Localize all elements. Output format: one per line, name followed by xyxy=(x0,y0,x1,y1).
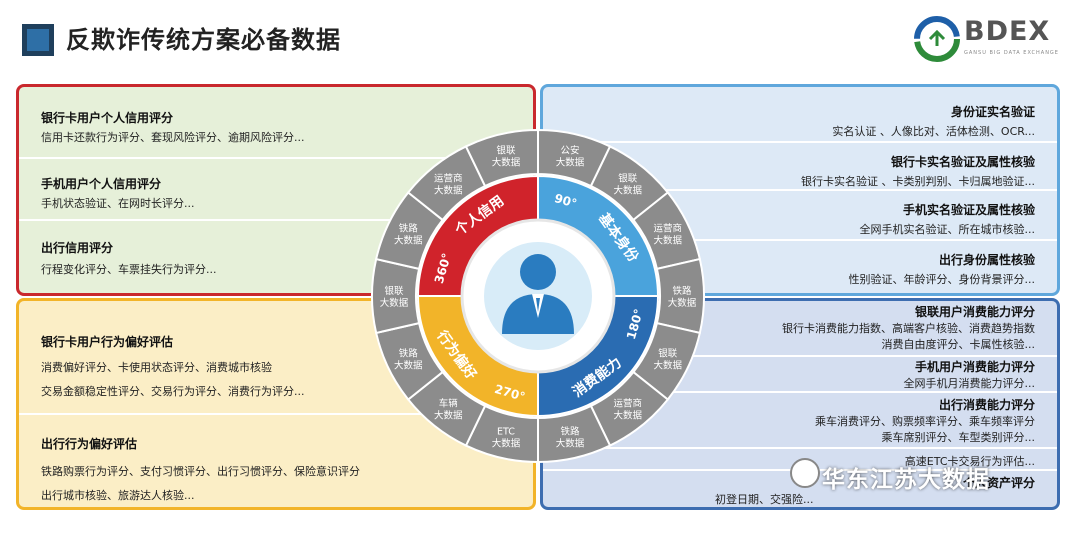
list-item: 个人资产评分 初登日期、交强险... xyxy=(543,471,1057,507)
item-desc: 消费偏好评分、卡使用状态评分、消费城市核验 xyxy=(41,361,272,374)
item-heading: 个人资产评分 xyxy=(962,476,1035,490)
item-heading: 银行卡用户个人信用评分 xyxy=(41,111,174,125)
item-heading: 出行消费能力评分 xyxy=(938,398,1035,412)
page-title: 反欺诈传统方案必备数据 xyxy=(66,26,341,54)
list-item: 手机实名验证及属性核验 全网手机实名验证、所在城市核验... xyxy=(543,191,1057,241)
item-desc: 交易金额稳定性评分、交易行为评分、消费行为评分... xyxy=(41,385,305,398)
outer-segment-label: 银联 xyxy=(618,172,638,184)
item-desc: 乘车席别评分、车型类别评分... xyxy=(881,431,1036,444)
item-heading: 银行卡用户行为偏好评估 xyxy=(41,335,174,349)
outer-segment-label: 大数据 xyxy=(556,437,585,449)
wechat-icon xyxy=(790,458,820,488)
logo-icon xyxy=(914,16,960,62)
item-desc: 高速ETC卡交易行为评估... xyxy=(904,455,1035,468)
bdex-logo: BDEX GANSU BIG DATA EXCHANGE xyxy=(914,16,1064,64)
outer-segment-label: 银联 xyxy=(384,285,404,297)
quadrant-degree: 90° xyxy=(553,191,579,211)
item-desc: 银行卡实名验证 、卡类别判别、卡归属地验证... xyxy=(801,175,1035,188)
outer-segment-label: 大数据 xyxy=(653,235,682,247)
list-item: 银联用户消费能力评分 银行卡消费能力指数、高端客户核验、消费趋势指数 消费自由度… xyxy=(543,301,1057,357)
item-desc: 初登日期、交强险... xyxy=(715,493,814,506)
outer-segment-label: 大数据 xyxy=(668,297,697,309)
person-icon xyxy=(484,242,592,350)
watermark: 华东江苏大数据 xyxy=(822,467,990,493)
outer-segment-label: 大数据 xyxy=(394,359,423,371)
item-heading: 银联用户消费能力评分 xyxy=(914,305,1035,319)
list-item: 银行卡用户个人信用评分 信用卡还款行为评分、套现风险评分、逾期风险评分... xyxy=(19,87,533,159)
item-heading: 出行身份属性核验 xyxy=(938,253,1035,267)
outer-segment-label: 大数据 xyxy=(556,157,585,169)
outer-segment-label: 大数据 xyxy=(492,157,521,169)
outer-segment-label: 铁路 xyxy=(672,285,692,297)
outer-segment-label: 大数据 xyxy=(653,359,682,371)
list-item: 出行行为偏好评估 铁路购票行为评分、支付习惯评分、出行习惯评分、保险意识评分 出… xyxy=(19,415,533,507)
item-desc: 消费自由度评分、卡属性核验... xyxy=(881,338,1036,351)
outer-segment-label: ETC xyxy=(497,426,515,437)
item-heading: 手机用户个人信用评分 xyxy=(41,177,162,191)
item-heading: 身份证实名验证 xyxy=(950,105,1035,119)
item-desc: 全网手机实名验证、所在城市核验... xyxy=(859,223,1036,236)
outer-segment-label: 运营商 xyxy=(434,172,463,184)
outer-segment-label: 铁路 xyxy=(399,223,419,235)
item-desc: 性别验证、年龄评分、身份背景评分... xyxy=(848,273,1036,286)
title-mark xyxy=(22,24,54,56)
outer-segment-label: 大数据 xyxy=(492,437,521,449)
list-item: 手机用户个人信用评分 手机状态验证、在网时长评分... xyxy=(19,159,533,221)
item-desc: 手机状态验证、在网时长评分... xyxy=(41,197,195,210)
outer-segment-label: 运营商 xyxy=(653,223,682,235)
list-item: 手机用户消费能力评分 全网手机月消费能力评分... xyxy=(543,357,1057,393)
item-heading: 银行卡实名验证及属性核验 xyxy=(890,155,1035,169)
outer-segment-label: 铁路 xyxy=(561,425,581,437)
outer-segment-label: 银联 xyxy=(658,347,678,359)
item-heading: 出行行为偏好评估 xyxy=(41,437,138,451)
outer-segment-label: 大数据 xyxy=(614,410,643,422)
outer-segment-label: 铁路 xyxy=(399,347,419,359)
outer-segment-label: 大数据 xyxy=(434,184,463,196)
outer-segment xyxy=(464,128,539,188)
item-desc: 银行卡消费能力指数、高端客户核验、消费趋势指数 xyxy=(782,322,1035,335)
outer-segment-label: 大数据 xyxy=(434,410,463,422)
list-item: 银行卡用户行为偏好评估 消费偏好评分、卡使用状态评分、消费城市核验 交易金额稳定… xyxy=(19,301,533,415)
list-item: 银行卡实名验证及属性核验 银行卡实名验证 、卡类别判别、卡归属地验证... xyxy=(543,143,1057,191)
list-item: 出行信用评分 行程变化评分、车票挂失行为评分... xyxy=(19,221,533,293)
item-desc: 信用卡还款行为评分、套现风险评分、逾期风险评分... xyxy=(41,131,305,144)
outer-segment-label: 运营商 xyxy=(614,398,643,410)
outer-segment-label: 大数据 xyxy=(394,235,423,247)
item-desc: 铁路购票行为评分、支付习惯评分、出行习惯评分、保险意识评分 xyxy=(41,465,360,478)
list-item: 出行身份属性核验 性别验证、年龄评分、身份背景评分... xyxy=(543,241,1057,293)
outer-segment-label: 银联 xyxy=(496,145,516,157)
outer-segment-label: 车辆 xyxy=(439,398,459,410)
item-desc: 出行城市核验、旅游达人核验... xyxy=(41,489,195,502)
list-item: 身份证实名验证 实名认证 、人像比对、活体检测、OCR... xyxy=(543,87,1057,143)
item-desc: 实名认证 、人像比对、活体检测、OCR... xyxy=(832,125,1035,138)
item-desc: 行程变化评分、车票挂失行为评分... xyxy=(41,263,217,276)
logo-text: BDEX xyxy=(964,16,1051,47)
outer-segment-label: 公安 xyxy=(561,145,580,157)
item-heading: 出行信用评分 xyxy=(41,241,114,255)
item-heading: 手机用户消费能力评分 xyxy=(914,360,1035,374)
outer-segment-label: 大数据 xyxy=(614,184,643,196)
list-item: 出行消费能力评分 乘车消费评分、购票频率评分、乘车频率评分 乘车席别评分、车型类… xyxy=(543,393,1057,449)
outer-segment-label: 大数据 xyxy=(380,297,409,309)
data-wheel: 公安大数据银联大数据运营商大数据铁路大数据银联大数据运营商大数据铁路大数据ETC… xyxy=(371,128,705,464)
logo-subtitle: GANSU BIG DATA EXCHANGE xyxy=(964,50,1059,56)
item-desc: 乘车消费评分、购票频率评分、乘车频率评分 xyxy=(815,415,1035,428)
item-heading: 手机实名验证及属性核验 xyxy=(902,203,1035,217)
item-desc: 全网手机月消费能力评分... xyxy=(903,377,1036,390)
